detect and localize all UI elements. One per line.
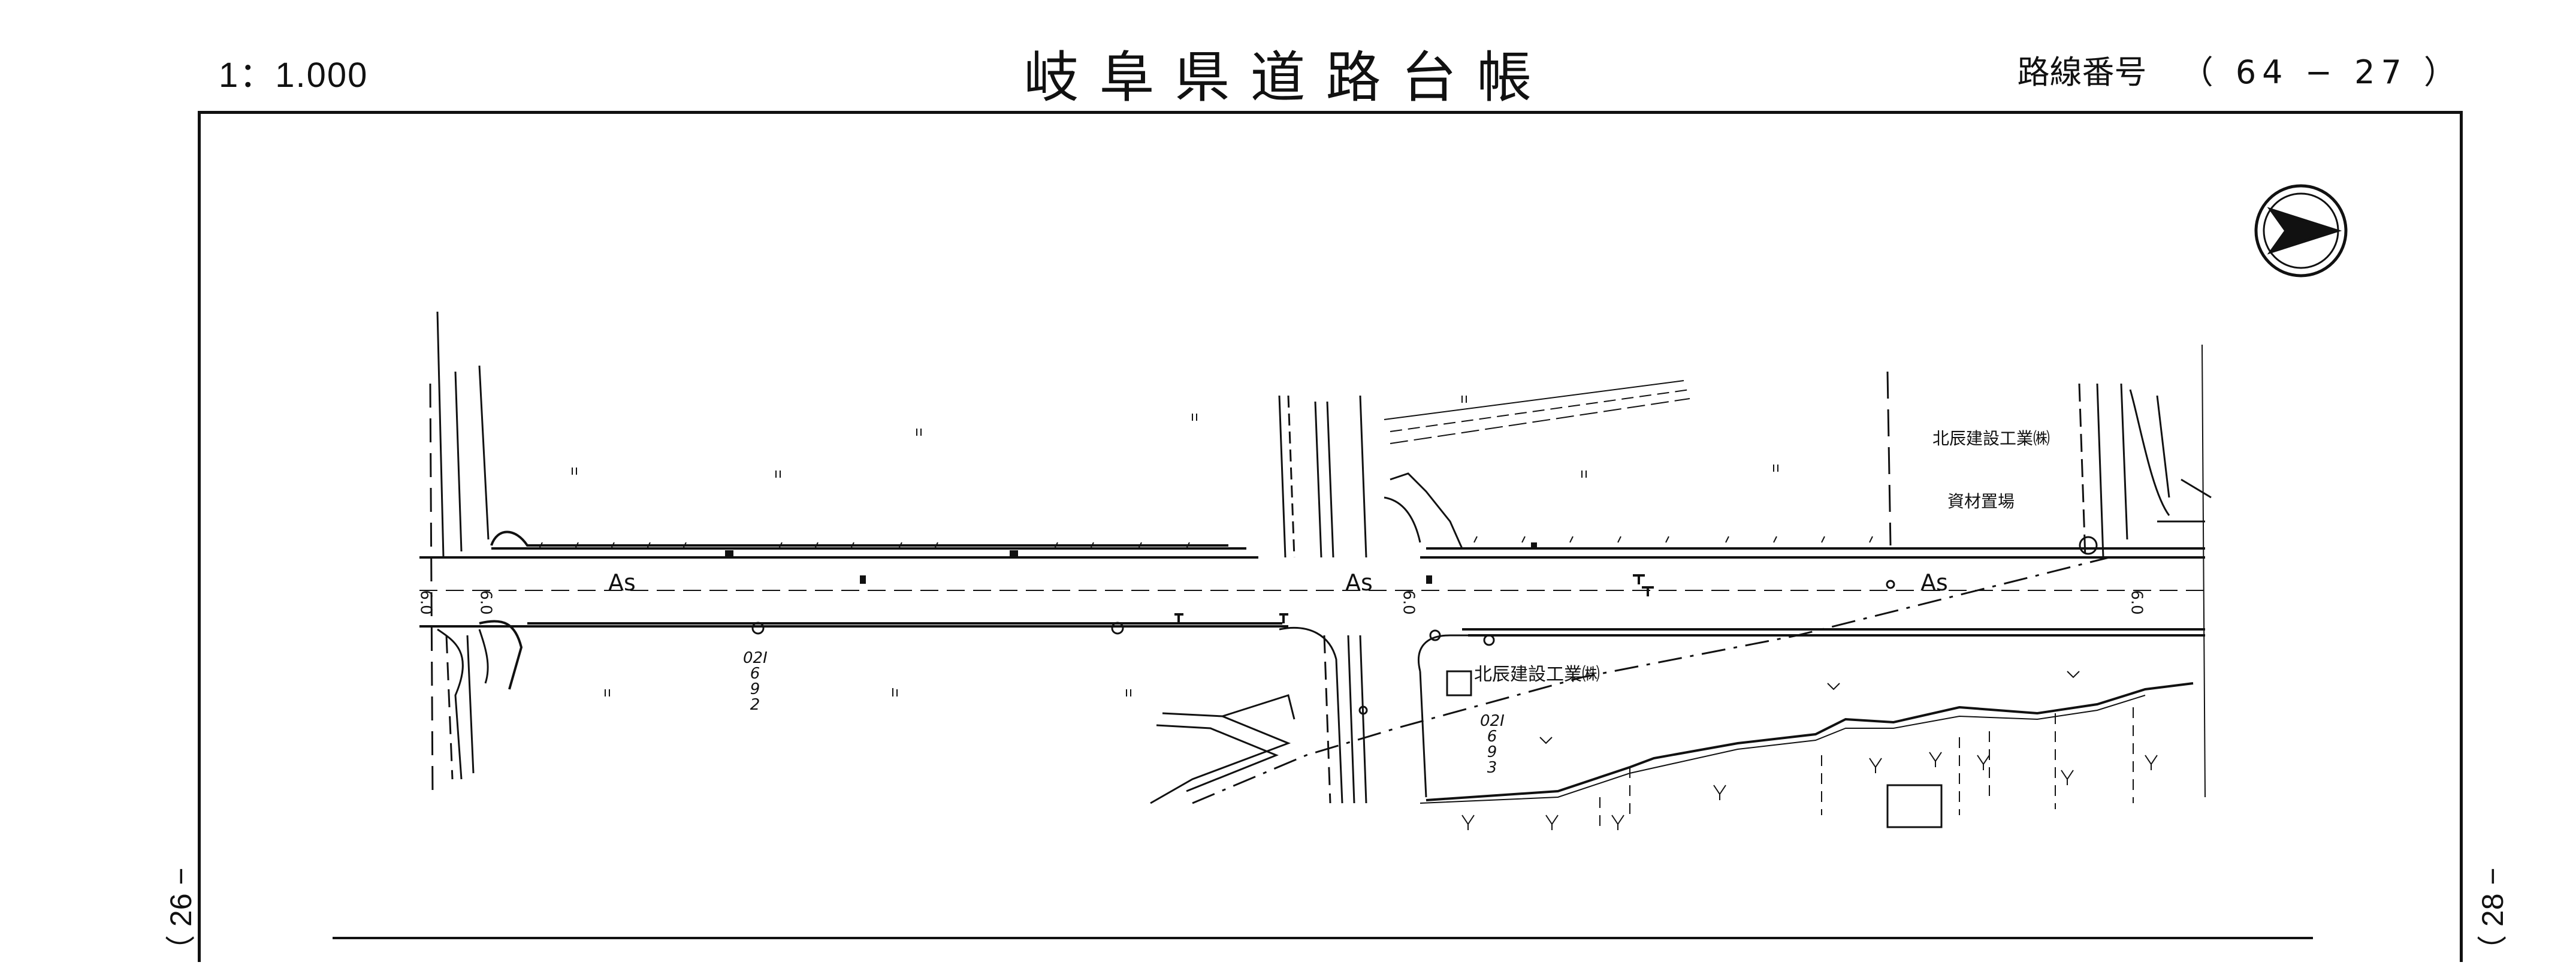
vegetation-marks <box>1461 671 2158 830</box>
road-width-label: 6.0 <box>476 590 495 615</box>
route-number: 路線番号 （ 64 − 27 ） <box>2017 46 2462 93</box>
pavement-label: As <box>1920 569 1948 596</box>
sheet-title: 岐阜県道路台帳 <box>1023 46 1553 110</box>
route-number-value: （ 64 − 27 ） <box>2181 53 2462 91</box>
right-parcel <box>1384 344 2212 798</box>
sign-markers <box>1174 574 1654 623</box>
company-building-icon <box>1446 670 1472 696</box>
left-cross-road <box>429 311 490 798</box>
field-dividers <box>1599 707 2134 827</box>
feature-dots <box>725 542 1537 584</box>
code-mark: 02I 6 9 3 <box>1480 712 1505 777</box>
road-width-label: 6.0 <box>1399 590 1418 615</box>
route-label: 路線番号 <box>2017 53 2147 91</box>
company-building-label: 北辰建設工業㈱ <box>1474 664 1600 685</box>
map-frame <box>198 111 2463 962</box>
parcel-edge-left-north <box>490 530 1228 547</box>
map-scale: 1：1.000 <box>219 56 369 95</box>
road-width-label: 6.0 <box>416 590 435 615</box>
pavement-label: As <box>1345 569 1373 596</box>
company-label: 北辰建設工業㈱ <box>1932 429 2050 448</box>
road-plan-drawing <box>333 184 2348 939</box>
diagonal-road <box>1150 556 2110 804</box>
road-width-label: 6.0 <box>2127 590 2146 615</box>
center-cross-road <box>1278 395 1367 804</box>
utility-markers <box>751 536 2098 715</box>
hedge-ticks <box>539 536 1873 549</box>
field-boundary <box>1426 682 2194 801</box>
pavement-label: As <box>608 569 636 596</box>
parcel-marks <box>572 396 1778 696</box>
code-mark: 02I 6 9 2 <box>743 649 768 714</box>
material-yard-label: 資材置場 <box>1947 491 2015 511</box>
north-arrow-icon <box>2254 184 2348 278</box>
sheet-header: 1：1.000 岐阜県道路台帳 路線番号 （ 64 − 27 ） <box>0 0 2576 110</box>
small-structure <box>1886 784 1943 828</box>
